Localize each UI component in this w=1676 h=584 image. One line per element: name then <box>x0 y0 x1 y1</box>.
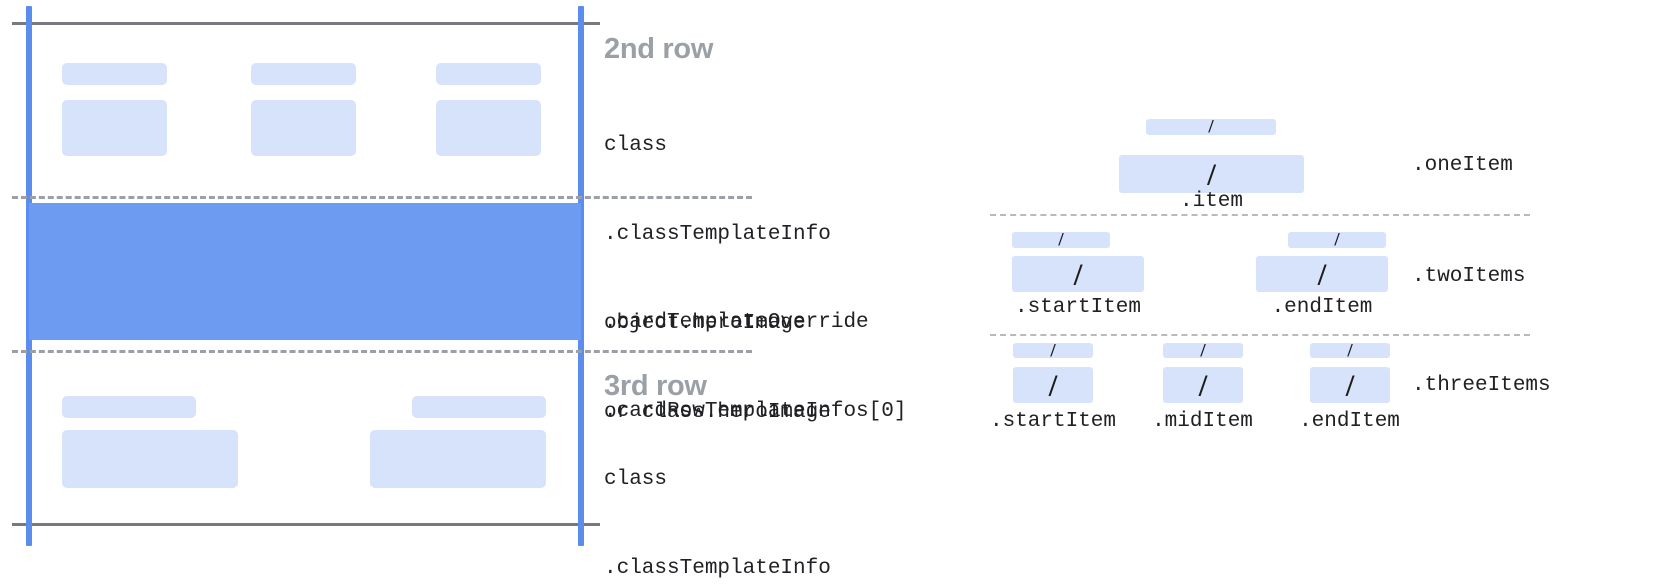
three-items-start-caption: .startItem <box>989 410 1117 433</box>
two-items-end-label-slash: / <box>1334 232 1340 248</box>
one-item-label-bar: / <box>1146 119 1276 135</box>
second-row-code-line-4: .cardRowTemplateInfos[0] <box>604 399 907 423</box>
hero-image-band <box>29 203 581 340</box>
three-items-start-label-bar: / <box>1013 343 1093 358</box>
three-items-start-label-slash: / <box>1050 343 1056 358</box>
arrangement-separator-2 <box>990 334 1530 336</box>
one-item-group-label: .oneItem <box>1412 154 1513 177</box>
card-end-rail <box>578 6 584 546</box>
third-row-code-line-2: .classTemplateInfo <box>604 556 831 580</box>
third-row-title: 3rd row <box>604 370 707 402</box>
hero-row-code-line-1: object.heroImage <box>604 312 806 335</box>
three-items-mid-body-bar: / <box>1163 367 1243 403</box>
two-items-end-label-bar: / <box>1288 232 1386 248</box>
three-items-start-body-slash: / <box>1048 367 1058 403</box>
cell-1-label-chip <box>62 63 167 85</box>
two-items-group-label: .twoItems <box>1412 265 1526 288</box>
two-items-end-body-slash: / <box>1317 256 1327 292</box>
cell-5-label-chip <box>412 396 546 418</box>
one-item-body-bar: / <box>1119 155 1304 193</box>
two-items-start-caption: .startItem <box>1014 296 1142 319</box>
row-separator-bottom <box>12 350 752 353</box>
three-items-end-caption: .endItem <box>1299 410 1400 433</box>
one-item-body-slash: / <box>1207 156 1216 192</box>
cell-2-label-chip <box>251 63 356 85</box>
second-row-code-line-3: .cardTemplateOverride <box>604 311 869 334</box>
second-row-code-line-2: .classTemplateInfo <box>604 222 831 246</box>
third-row-code-line-1: class <box>604 468 668 491</box>
cell-1-body-chip <box>62 100 167 156</box>
arrangement-separator-1 <box>990 214 1530 216</box>
cell-5-body-chip <box>370 430 546 488</box>
cell-3-body-chip <box>436 100 541 156</box>
three-items-end-label-bar: / <box>1310 343 1390 358</box>
second-row-code: class .classTemplateInfo .cardTemplateOv… <box>604 72 906 485</box>
one-item-label-slash: / <box>1208 119 1214 135</box>
three-items-mid-label-slash: / <box>1200 343 1206 358</box>
three-items-end-label-slash: / <box>1347 343 1353 358</box>
three-items-end-body-slash: / <box>1345 367 1355 403</box>
three-items-mid-label-bar: / <box>1163 343 1243 358</box>
card-top-rule <box>12 22 600 25</box>
cell-3-label-chip <box>436 63 541 85</box>
two-items-start-body-bar: / <box>1012 256 1144 292</box>
two-items-start-label-slash: / <box>1058 232 1064 248</box>
three-items-mid-body-slash: / <box>1198 367 1208 403</box>
three-items-mid-caption: .midItem <box>1152 410 1253 433</box>
two-items-end-body-bar: / <box>1256 256 1388 292</box>
row-separator-top <box>12 196 752 199</box>
two-items-start-body-slash: / <box>1073 256 1083 292</box>
three-items-group-label: .threeItems <box>1412 374 1551 397</box>
three-items-start-body-bar: / <box>1013 367 1093 403</box>
cell-2-body-chip <box>251 100 356 156</box>
hero-row-code-line-2: or class.heroImage <box>604 400 831 424</box>
card-bottom-rule <box>12 523 600 526</box>
two-items-start-label-bar: / <box>1012 232 1110 248</box>
second-row-title: 2nd row <box>604 33 714 65</box>
two-items-end-caption: .endItem <box>1271 296 1373 319</box>
cell-4-label-chip <box>62 396 196 418</box>
one-item-caption: .item <box>1179 190 1243 213</box>
hero-row-code: object.heroImage or class.heroImage <box>604 250 831 486</box>
cell-4-body-chip <box>62 430 238 488</box>
second-row-code-line-1: class <box>604 134 668 157</box>
three-items-end-body-bar: / <box>1310 367 1390 403</box>
third-row-code: class .classTemplateInfo .cardTemplateOv… <box>604 406 906 584</box>
